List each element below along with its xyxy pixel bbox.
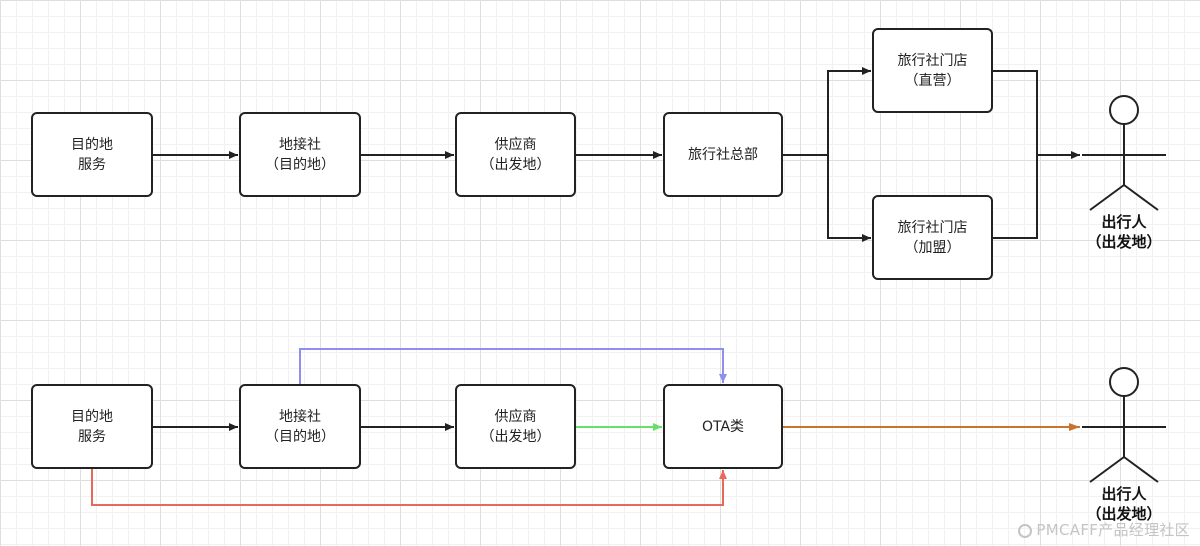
actor-label-line2: （出发地） — [1086, 505, 1162, 523]
arrow-hq-to-store-direct — [783, 67, 871, 156]
node-label-line1: 旅行社门店 — [897, 52, 968, 69]
node-label-line1: 目的地 — [71, 136, 113, 153]
node-label-line2: （直营） — [904, 72, 961, 89]
arrow-hq-to-store-franchise — [827, 155, 871, 242]
node-label-line1: 旅行社门店 — [897, 219, 968, 236]
node-supplier-top[interactable]: 供应商 （出发地） — [455, 112, 576, 197]
node-store-franchise[interactable]: 旅行社门店 （加盟） — [872, 195, 993, 280]
node-label-line2: （加盟） — [904, 239, 961, 256]
watermark-text: PMCAFF产品经理社区 — [1036, 521, 1190, 539]
traveler-figure-top — [1082, 95, 1166, 211]
actor-label-line2: （出发地） — [1086, 233, 1162, 251]
node-label-line2: （出发地） — [480, 156, 551, 173]
actor-label-line1: 出行人 — [1101, 213, 1147, 231]
node-local-agency-bottom[interactable]: 地接社 （目的地） — [239, 384, 361, 469]
node-label-line1: 供应商 — [494, 408, 537, 425]
traveler-label-top: 出行人 （出发地） — [1064, 212, 1184, 252]
node-agency-hq[interactable]: 旅行社总部 — [663, 112, 783, 197]
node-label-line2: 服务 — [78, 156, 106, 173]
traveler-figure-bottom — [1082, 367, 1166, 483]
node-ota[interactable]: OTA类 — [663, 384, 783, 469]
watermark: PMCAFF产品经理社区 — [1018, 519, 1190, 540]
node-dest-service-top[interactable]: 目的地 服务 — [31, 112, 153, 197]
node-label-line1: 旅行社总部 — [688, 146, 758, 163]
node-label-line1: 目的地 — [71, 408, 113, 425]
pmcaff-logo-icon — [1018, 524, 1033, 538]
node-store-direct[interactable]: 旅行社门店 （直营） — [872, 28, 993, 113]
node-label-line2: 服务 — [78, 428, 106, 445]
actor-label-line1: 出行人 — [1101, 485, 1147, 503]
line-store-franchise-out — [993, 155, 1038, 239]
traveler-label-bottom: 出行人 （出发地） — [1064, 484, 1184, 524]
node-label-line1: 供应商 — [494, 136, 537, 153]
node-label-line2: （目的地） — [265, 428, 335, 445]
node-label-line1: OTA类 — [701, 418, 745, 435]
line-store-direct-out — [993, 70, 1038, 155]
node-label-line2: （出发地） — [480, 428, 551, 445]
node-label-line1: 地接社 — [279, 136, 321, 153]
node-label-line2: （目的地） — [265, 156, 335, 173]
node-supplier-bottom[interactable]: 供应商 （出发地） — [455, 384, 576, 469]
arrow-local-to-ota — [299, 348, 727, 384]
node-local-agency-top[interactable]: 地接社 （目的地） — [239, 112, 361, 197]
node-dest-service-bottom[interactable]: 目的地 服务 — [31, 384, 153, 469]
arrow-dest-to-ota — [91, 469, 727, 506]
node-label-line1: 地接社 — [279, 408, 321, 425]
